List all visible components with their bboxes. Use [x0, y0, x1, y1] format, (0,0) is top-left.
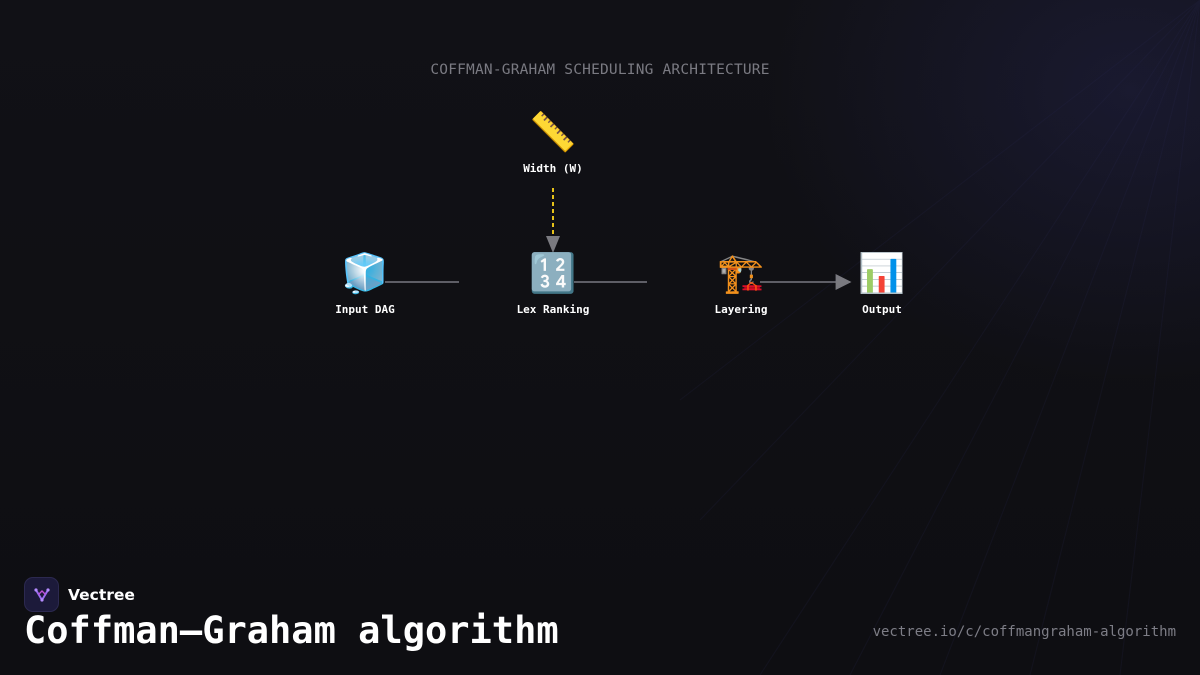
node-layering-label: Layering	[714, 303, 768, 316]
ruler-icon: 📏	[529, 110, 577, 154]
page-url-link[interactable]: vectree.io/c/coffmangraham-algorithm	[872, 624, 1176, 640]
brand[interactable]: Vectree	[24, 577, 135, 612]
input-numbers-icon: 🔢	[529, 251, 577, 295]
node-lex-ranking[interactable]: 🔢 Lex Ranking	[483, 251, 623, 316]
construction-crane-icon: 🏗️	[717, 251, 765, 295]
node-layering[interactable]: 🏗️ Layering	[671, 251, 811, 316]
page-title: Coffman–Graham algorithm	[24, 609, 559, 652]
brand-name: Vectree	[68, 585, 135, 604]
node-input-dag[interactable]: 🧊 Input DAG	[295, 251, 435, 316]
edge-width-arrowhead	[546, 236, 560, 253]
node-output[interactable]: 📊 Output	[812, 251, 952, 316]
ice-cube-icon: 🧊	[341, 251, 389, 295]
vectree-logo-icon	[24, 577, 59, 612]
diagram-title: COFFMAN-GRAHAM SCHEDULING ARCHITECTURE	[430, 62, 770, 78]
node-lex-ranking-label: Lex Ranking	[516, 303, 590, 316]
node-input-dag-label: Input DAG	[335, 303, 395, 316]
node-width[interactable]: 📏 Width (W)	[483, 110, 623, 175]
node-output-label: Output	[862, 303, 902, 316]
node-width-label: Width (W)	[523, 162, 583, 175]
bar-chart-icon: 📊	[858, 251, 906, 295]
